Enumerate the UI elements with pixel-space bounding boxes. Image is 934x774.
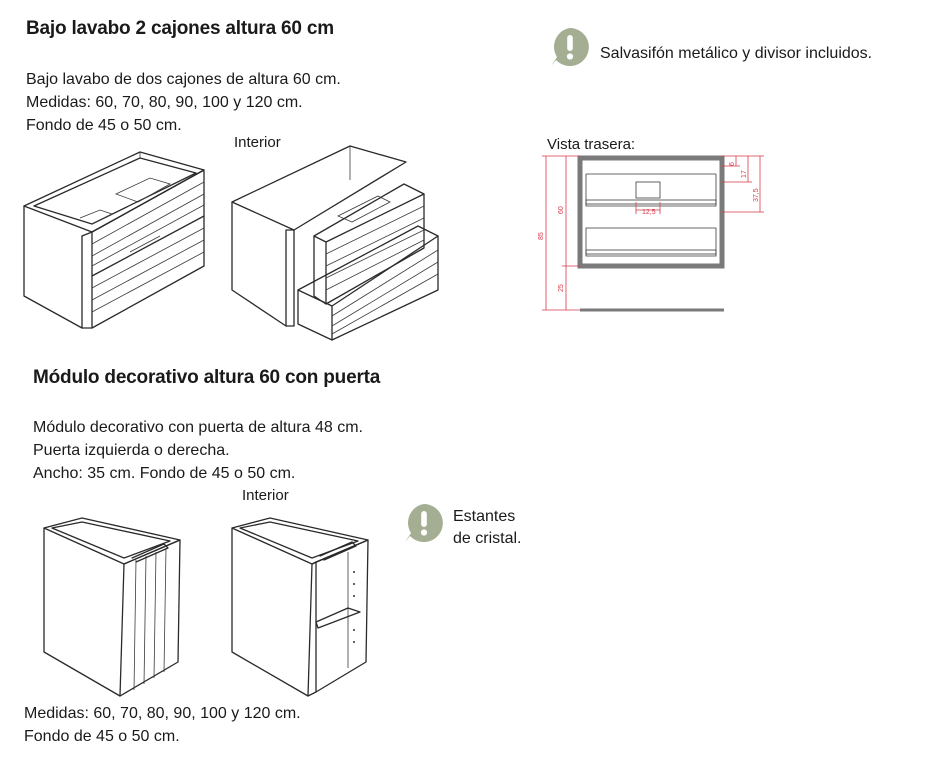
decorative-module-interior-drawing xyxy=(226,512,372,698)
section1-description: Bajo lavabo de dos cajones de altura 60 … xyxy=(26,68,341,137)
measures-line: Medidas: 60, 70, 80, 90, 100 y 120 cm. xyxy=(24,705,301,722)
dim-top-gap: 6 xyxy=(729,162,736,166)
dim-siphon-height: 17 xyxy=(741,170,748,178)
exclamation-icon xyxy=(404,503,444,543)
section2-line: Puerta izquierda o derecha. xyxy=(33,442,230,459)
section1-interior-label: Interior xyxy=(234,134,281,151)
section2-bottom-measures: Medidas: 60, 70, 80, 90, 100 y 120 cm. F… xyxy=(24,702,301,748)
vanity-interior-drawing xyxy=(228,140,443,341)
dim-leg-height: 25 xyxy=(558,284,565,292)
section2-interior-label: Interior xyxy=(242,487,289,504)
section1-line: Fondo de 45 o 50 cm. xyxy=(26,117,182,134)
vanity-closed-drawing xyxy=(20,148,210,330)
section2-line: Módulo decorativo con puerta de altura 4… xyxy=(33,419,363,436)
section1-title: Bajo lavabo 2 cajones altura 60 cm xyxy=(26,18,334,39)
section2-title: Módulo decorativo altura 60 con puerta xyxy=(33,367,381,388)
section2-note-line: de cristal. xyxy=(453,530,522,547)
rear-view-diagram: 85 60 25 6 17 37,5 12,5 xyxy=(536,152,772,318)
dim-body-height: 60 xyxy=(558,206,565,214)
measures-line: Fondo de 45 o 50 cm. xyxy=(24,728,180,745)
dim-total-height: 85 xyxy=(538,232,545,240)
dim-mid-height: 37,5 xyxy=(753,188,760,202)
section2-note: Estantes de cristal. xyxy=(453,506,521,550)
dim-siphon-width: 12,5 xyxy=(642,209,656,216)
section2-note-line: Estantes xyxy=(453,508,516,525)
rear-view-label: Vista trasera: xyxy=(547,136,636,153)
section1-line: Medidas: 60, 70, 80, 90, 100 y 120 cm. xyxy=(26,94,303,111)
section1-line: Bajo lavabo de dos cajones de altura 60 … xyxy=(26,71,341,88)
section2-line: Ancho: 35 cm. Fondo de 45 o 50 cm. xyxy=(33,465,296,482)
section2-description: Módulo decorativo con puerta de altura 4… xyxy=(33,416,363,485)
exclamation-icon xyxy=(550,27,590,67)
decorative-module-drawing xyxy=(40,512,186,698)
section1-note: Salvasifón metálico y divisor incluidos. xyxy=(600,45,873,62)
